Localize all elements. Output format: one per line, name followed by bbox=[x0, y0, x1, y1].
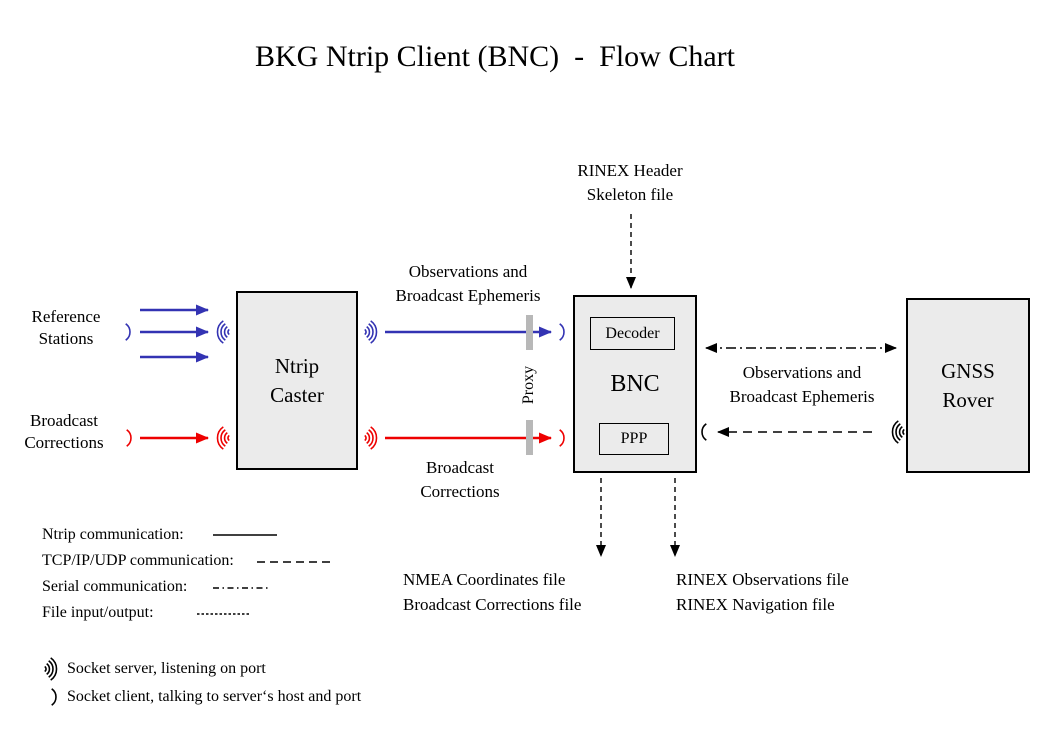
ntrip-caster-label: Ntrip Caster bbox=[270, 352, 324, 410]
decoder-label: Decoder bbox=[605, 324, 660, 342]
ppp-box: PPP bbox=[599, 423, 669, 455]
socket-server-icon bbox=[43, 657, 58, 681]
page-title: BKG Ntrip Client (BNC) - Flow Chart bbox=[255, 40, 735, 73]
ntrip-caster-label-line2: Caster bbox=[270, 382, 324, 407]
reference-stations-line1: Reference bbox=[31, 307, 101, 326]
bnc-label: BNC bbox=[610, 370, 660, 397]
rinex-output-files-label: RINEX Observations file RINEX Navigation… bbox=[676, 567, 926, 617]
ppp-label: PPP bbox=[620, 430, 648, 447]
socket-client-icon bbox=[50, 687, 57, 707]
legend-tcp-communication: TCP/IP/UDP communication: bbox=[42, 552, 234, 569]
ntrip-caster-label-line1: Ntrip bbox=[274, 353, 320, 378]
socket-client-icon bbox=[125, 428, 132, 448]
gnss-rover-label-line2: Rover bbox=[942, 387, 994, 412]
broadcast-corrections-caster-bnc-label: Broadcast Corrections bbox=[360, 456, 560, 504]
observations-ephemeris-right-line2: Broadcast Ephemeris bbox=[729, 387, 875, 406]
legend-serial-communication: Serial communication: bbox=[42, 578, 188, 595]
rinex-skeleton-line1: RINEX Header bbox=[577, 161, 683, 180]
gnss-rover-box: GNSS Rover bbox=[906, 298, 1030, 473]
proxy-bar-bottom bbox=[526, 420, 533, 455]
broadcast-corrections-file-label: Broadcast Corrections file bbox=[403, 595, 582, 614]
proxy-bar-top bbox=[526, 315, 533, 350]
observations-ephemeris-caster-bnc-label: Observations and Broadcast Ephemeris bbox=[368, 260, 568, 308]
observations-ephemeris-bnc-rover-label: Observations and Broadcast Ephemeris bbox=[702, 361, 902, 409]
rinex-navigation-file-label: RINEX Navigation file bbox=[676, 595, 835, 614]
broadcast-corrections-input-label: Broadcast Corrections bbox=[6, 410, 122, 454]
broadcast-corrections-input-line2: Corrections bbox=[24, 433, 104, 452]
gnss-rover-label-line1: GNSS bbox=[941, 358, 995, 383]
observations-ephemeris-right-line1: Observations and bbox=[742, 363, 862, 382]
socket-client-icon bbox=[558, 428, 565, 448]
socket-server-icon bbox=[363, 426, 378, 450]
socket-client-icon bbox=[701, 422, 708, 442]
socket-server-icon bbox=[891, 420, 906, 444]
decoder-box: Decoder bbox=[590, 317, 675, 350]
rinex-observations-file-label: RINEX Observations file bbox=[676, 570, 849, 589]
socket-server-icon bbox=[216, 320, 231, 344]
ntrip-caster-box: Ntrip Caster bbox=[236, 291, 358, 470]
legend-socket-server: Socket server, listening on port bbox=[67, 660, 266, 677]
legend-file-io: File input/output: bbox=[42, 604, 154, 621]
observations-ephemeris-top-line1: Observations and bbox=[408, 262, 528, 281]
rinex-header-skeleton-label: RINEX Header Skeleton file bbox=[530, 159, 730, 207]
reference-stations-label: Reference Stations bbox=[8, 306, 124, 350]
nmea-output-files-label: NMEA Coordinates file Broadcast Correcti… bbox=[403, 567, 653, 617]
gnss-rover-label: GNSS Rover bbox=[941, 357, 995, 415]
rinex-skeleton-line2: Skeleton file bbox=[586, 185, 674, 204]
socket-server-icon bbox=[216, 426, 231, 450]
socket-client-icon bbox=[124, 322, 131, 342]
broadcast-corrections-input-line1: Broadcast bbox=[30, 411, 98, 430]
legend-socket-client: Socket client, talking to server‘s host … bbox=[67, 688, 362, 705]
broadcast-corrections-mid-line2: Corrections bbox=[420, 482, 500, 501]
socket-server-icon bbox=[363, 320, 378, 344]
broadcast-corrections-mid-line1: Broadcast bbox=[426, 458, 494, 477]
observations-ephemeris-top-line2: Broadcast Ephemeris bbox=[395, 286, 541, 305]
socket-client-icon bbox=[558, 322, 565, 342]
proxy-label: Proxy bbox=[520, 365, 537, 405]
reference-stations-line2: Stations bbox=[38, 329, 94, 348]
nmea-coordinates-file-label: NMEA Coordinates file bbox=[403, 570, 566, 589]
legend-ntrip-communication: Ntrip communication: bbox=[42, 526, 184, 543]
